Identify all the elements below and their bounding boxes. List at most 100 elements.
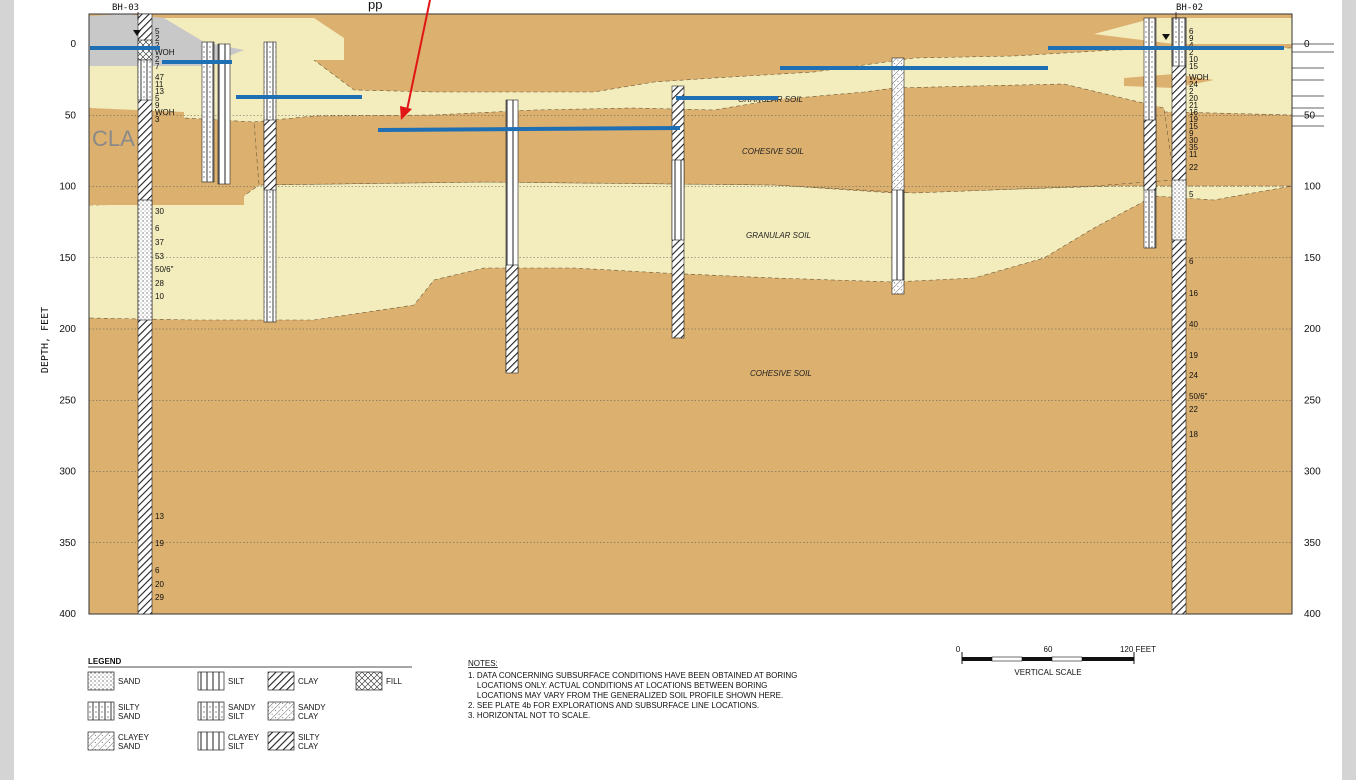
borehole-bh-03-label: BH-03 [112,3,139,13]
scale-label: VERTICAL SCALE [1014,668,1081,677]
boring-col-2 [201,41,215,183]
top-caption-fragment: pp [368,0,382,12]
blow-count: 40 [1189,320,1198,329]
depth-tick-right: 150 [1304,253,1321,264]
soil-layers [88,14,1293,614]
legend-swatch [197,731,225,751]
legend-swatch [197,671,225,691]
annotation-arrow [400,0,431,120]
borehole-bh-02-label: BH-02 [1176,3,1203,13]
granular-top-right [1094,18,1292,44]
blow-count: 50/6" [155,265,174,274]
boring-col-7-clay [1143,119,1157,191]
blow-count: 4 [1189,41,1194,50]
legend-swatch [87,701,115,721]
blow-count: 15 [1189,62,1198,71]
notes-title: NOTES: [468,659,498,668]
legend-label: SILTY [118,703,140,712]
blow-count: 29 [155,593,164,602]
blow-count: 6 [1189,257,1194,266]
blow-count: 24 [1189,80,1198,89]
notes: NOTES: 1. DATA CONCERNING SUBSURFACE CON… [468,659,797,720]
blow-count: 16 [1189,108,1198,117]
legend-label: FILL [386,677,403,686]
legend-label: SAND [118,677,140,686]
depth-tick-right: 300 [1304,467,1321,478]
blow-count: 24 [1189,371,1198,380]
water-level-bh-02-icon [1162,34,1170,40]
legend-label: SILT [228,742,244,751]
blow-count: 6 [155,566,160,575]
depth-tick-right: 100 [1304,182,1321,193]
legend-label: CLAY [298,677,319,686]
blow-count: 22 [1189,405,1198,414]
notes-line-1: 1. DATA CONCERNING SUBSURFACE CONDITIONS… [468,671,797,680]
granular-mid-band [88,181,1293,321]
borehole-bh-02-column [1171,17,1187,615]
blow-count: 3 [155,115,160,124]
depth-tick-left: 250 [59,395,76,406]
boring-col-2b [217,43,231,185]
blow-count: 15 [1189,122,1198,131]
blow-count: 10 [1189,55,1198,64]
legend-label: SANDY [298,703,326,712]
blow-count: 2 [1189,87,1194,96]
legend-label: SILT [228,677,244,686]
blow-count: 53 [155,252,164,261]
scale-tick-120: 120 FEET [1120,645,1156,654]
legend-label: SANDY [228,703,256,712]
depth-tick-left: 200 [59,324,76,335]
blow-count: 13 [155,512,164,521]
blow-count: 30 [155,207,164,216]
boring-col-3-clay [263,119,277,191]
blow-count: WOH [1189,73,1209,82]
blow-count: 5 [155,94,160,103]
legend-label: CLAY [298,712,319,721]
blow-count: 20 [1189,94,1198,103]
blow-count: 2 [1189,48,1194,57]
cohesive-lens-mid [253,83,1175,194]
blow-count: 13 [155,87,164,96]
blow-count: 6 [155,224,160,233]
notes-line-5: 3. HORIZONTAL NOT TO SCALE. [468,711,590,720]
depth-tick-left: 0 [70,39,76,50]
boring-col-6-silt [891,189,905,281]
layer-label-cohesive-lower: COHESIVE SOIL [750,369,812,378]
blow-count: 7 [155,62,160,71]
legend-swatch [267,671,295,691]
depth-axis-label-left: DEPTH, FEET [40,307,51,373]
blow-count: WOH [155,108,175,117]
depth-tick-left: 350 [59,538,76,549]
depth-tick-left: 300 [59,467,76,478]
notes-line-2: LOCATIONS ONLY. ACTUAL CONDITIONS AT LOC… [468,681,767,690]
blow-count: 5 [1189,190,1194,199]
blow-count: 2 [155,55,160,64]
water-level-bh-03-icon [133,30,141,36]
legend-label: SILT [228,712,244,721]
blow-count: 11 [1189,150,1198,159]
borehole-bh-03-sand-segment [137,199,153,321]
blow-count: 9 [1189,129,1194,138]
layer-label-cohesive-upper: COHESIVE SOIL [742,147,804,156]
blow-count: 19 [155,539,164,548]
depth-tick-right: 400 [1304,609,1321,620]
notes-line-4: 2. SEE PLATE 4b FOR EXPLORATIONS AND SUB… [468,701,759,710]
subsurface-line-4 [377,126,681,132]
depth-tick-left: 400 [59,609,76,620]
layer-label-clay-large: CLA [92,126,135,151]
borehole-bh-03-silt-segment [137,59,153,101]
cohesive-lens-right [1174,144,1292,168]
scale-tick-60: 60 [1044,645,1053,654]
boring-col-4-clay [505,264,519,374]
blow-count: 9 [1189,34,1194,43]
blow-count: 19 [1189,351,1198,360]
depth-grid [88,13,1293,615]
blow-count: 35 [1189,143,1198,152]
blow-count: WOH [155,48,175,57]
borehole-bh-02-mid-segment [1171,179,1187,241]
legend-swatch [267,731,295,751]
blow-count: 37 [155,238,164,247]
